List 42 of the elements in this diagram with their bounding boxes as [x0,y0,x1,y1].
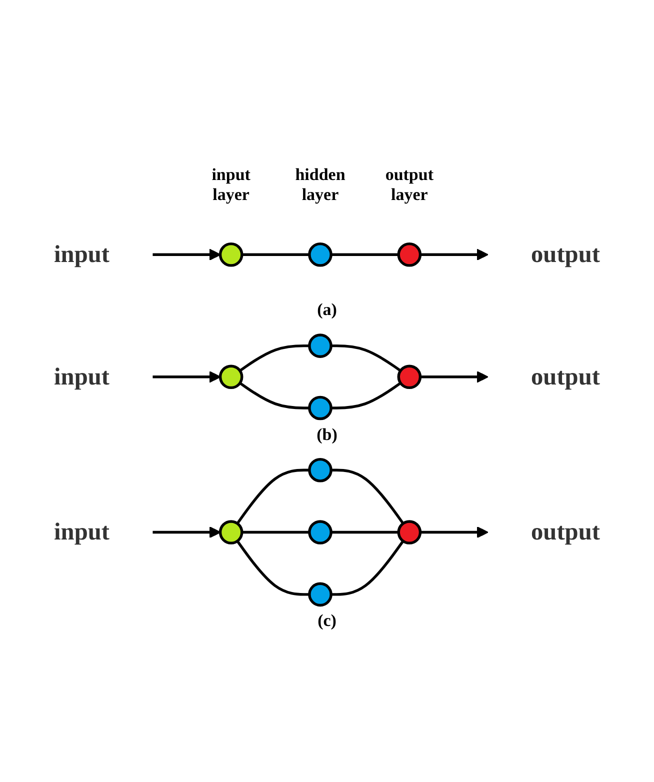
node-circle [218,520,244,544]
node-text: input [54,518,110,546]
node-circle [308,396,332,420]
node-circle [397,520,422,544]
connector [331,382,402,410]
layer-heading: input layer [210,164,252,205]
node-text: output [531,362,600,390]
node-text: input [54,240,110,268]
arrow [152,370,221,383]
panel-caption: (b) [316,424,338,445]
connector [331,344,402,372]
panel-caption: (c) [318,611,336,632]
node-circle [308,458,332,482]
arrow [152,526,221,538]
connector [239,382,310,410]
connector [236,540,310,596]
node-circle [397,242,422,267]
node-circle [308,242,332,267]
arrow [420,248,488,261]
node-circle [218,364,244,390]
node-text: output [531,240,600,268]
arrow [420,370,488,383]
node-text: input [54,362,110,390]
node-circle [308,334,332,358]
connector [331,468,404,524]
layer-heading: output layer [384,164,434,205]
connector [236,468,310,524]
arrow [152,248,221,261]
layer-heading: hidden layer [294,164,346,205]
connector [239,344,310,372]
panel-caption: (a) [317,300,337,320]
connector [331,530,399,534]
connector [242,530,310,534]
node-circle [308,520,332,544]
connector [331,253,399,256]
node-text: output [531,518,600,546]
node-circle [308,582,332,607]
node-circle [397,364,422,390]
node-circle [218,242,244,267]
arrow [420,526,488,538]
connector [331,540,404,596]
connector [242,253,310,256]
